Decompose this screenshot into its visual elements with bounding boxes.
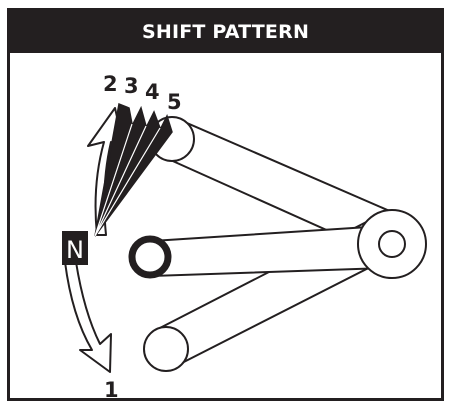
neutral-indicator bbox=[62, 231, 88, 265]
gear-2-label: 2 bbox=[103, 72, 118, 96]
curved-arrow-down-icon bbox=[64, 261, 112, 373]
lower-arm-end bbox=[143, 326, 189, 372]
gear-4-label: 4 bbox=[145, 80, 160, 104]
pivot-ring-icon bbox=[378, 230, 406, 258]
shift-lever-icon bbox=[151, 209, 427, 279]
gear-1-label: 1 bbox=[104, 378, 119, 402]
gear-fan-white-lines bbox=[94, 123, 161, 237]
panel-title: SHIFT PATTERN bbox=[10, 11, 441, 53]
lever-knob-ring bbox=[128, 235, 172, 279]
gear-fan bbox=[94, 102, 173, 237]
gear-5-label: 5 bbox=[167, 90, 182, 114]
gear-3-label: 3 bbox=[124, 74, 139, 98]
neutral-label: N bbox=[66, 236, 84, 264]
shift-lever-rod bbox=[151, 224, 385, 278]
